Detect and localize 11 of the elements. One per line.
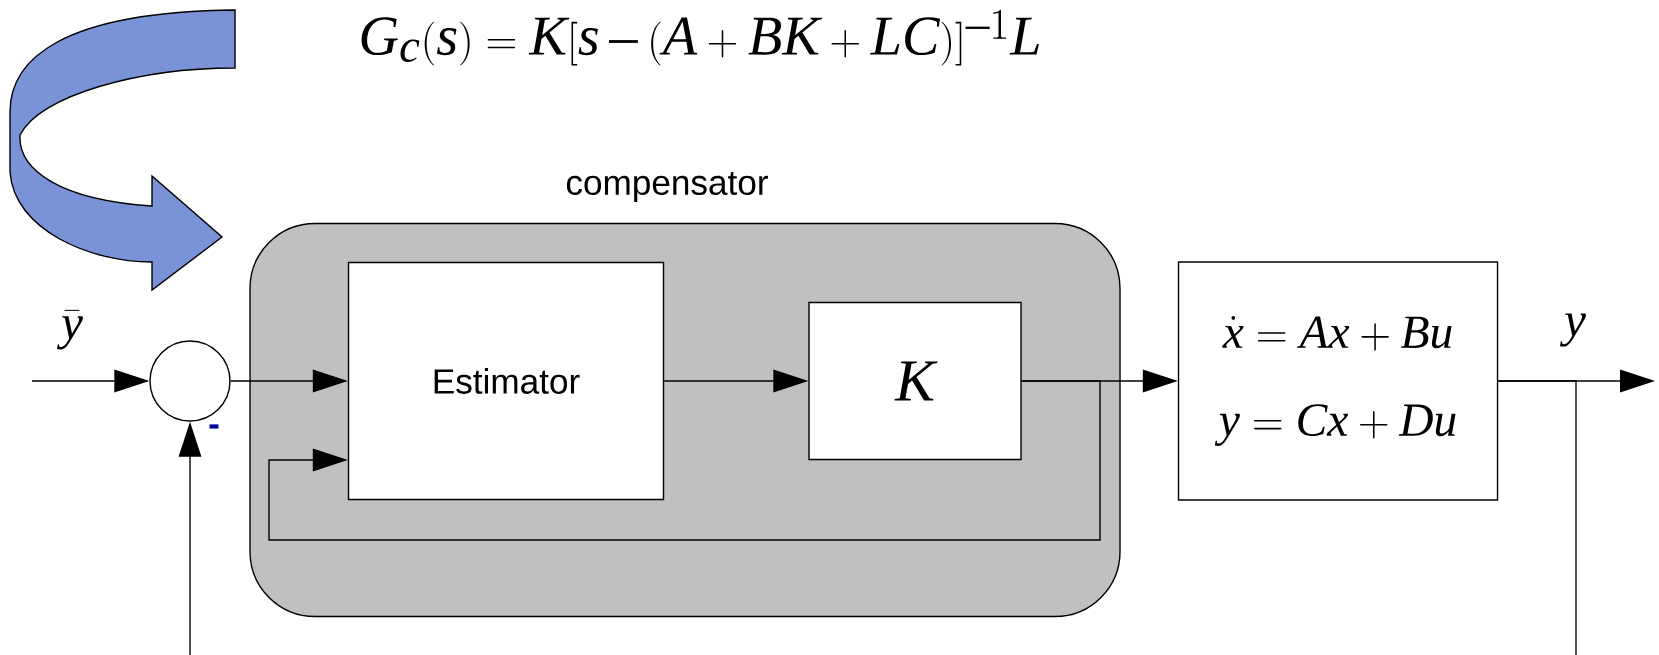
estimator-box: Estimator (347, 261, 665, 501)
summing-junction (149, 340, 231, 422)
signal-label: $\bar{y}$ (57, 309, 83, 350)
transfer-function: $G_c(s)=K\biggl[s-\bigl(A+BK+LC\bigr)\biggr]^{-1}L$ (361, 9, 1039, 66)
arrow (268, 380, 1101, 541)
plant-box: $\dot{x}=Ax+Bu$ $y=Cx+Du$ (1177, 261, 1499, 501)
signal-label: $y$ (1560, 313, 1586, 347)
sign-label: - (209, 424, 219, 429)
gain-box: $K$ (808, 301, 1022, 461)
arrow (178, 380, 1577, 655)
node-label: compensator (566, 172, 768, 203)
